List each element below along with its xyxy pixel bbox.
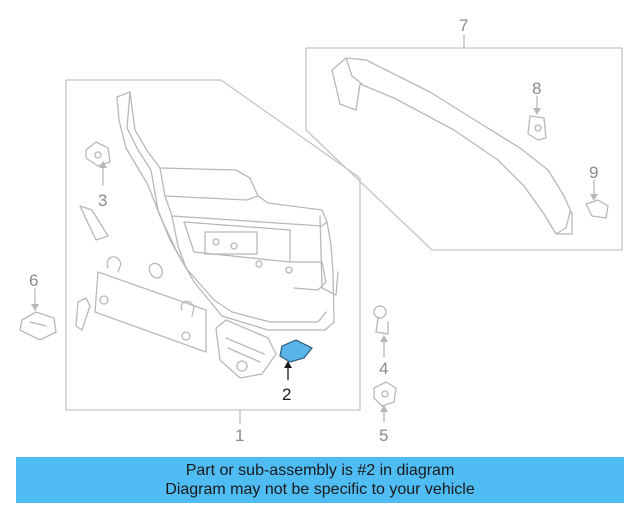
info-banner: Part or sub-assembly is #2 in diagram Di…: [16, 457, 624, 503]
arrow-3: [99, 161, 107, 168]
callout-4: 4: [379, 359, 388, 378]
callout-5: 5: [379, 426, 388, 445]
callout-9: 9: [589, 163, 598, 182]
part-9-clip: [585, 199, 609, 219]
arrow-4: [380, 335, 388, 342]
arrow-9: [590, 194, 598, 201]
arrow-8: [533, 108, 541, 115]
part-8-clip: [527, 115, 547, 141]
clip-hooks: [75, 256, 195, 331]
part-4-screw: [373, 305, 389, 335]
callout-2: 2: [282, 385, 291, 404]
part-3-clip: [85, 141, 111, 167]
arrow-6: [31, 304, 39, 311]
liftgate-trim-panel: [116, 91, 339, 331]
license-trim-strip: [94, 271, 207, 353]
callout-6: 6: [29, 271, 38, 290]
part-2-highlight: [279, 339, 313, 380]
callout-7: 7: [459, 16, 468, 35]
arrow-5: [380, 405, 388, 412]
banner-line-2: Diagram may not be specific to your vehi…: [165, 481, 475, 498]
panel-frame-7: [305, 47, 623, 251]
tab-piece: [79, 205, 109, 241]
part-6-clip: [19, 311, 57, 341]
callout-1: 1: [235, 426, 244, 445]
part-5-nut: [373, 381, 397, 407]
panel-frame-1: [65, 79, 361, 411]
banner-line-1: Part or sub-assembly is #2 in diagram: [185, 462, 455, 479]
parts-diagram: 1 2 3 4 5 6 7 8 9: [19, 16, 623, 445]
spoiler-trim: [331, 57, 573, 235]
handle-housing: [215, 319, 277, 379]
callout-8: 8: [532, 79, 541, 98]
callout-3: 3: [98, 191, 107, 210]
